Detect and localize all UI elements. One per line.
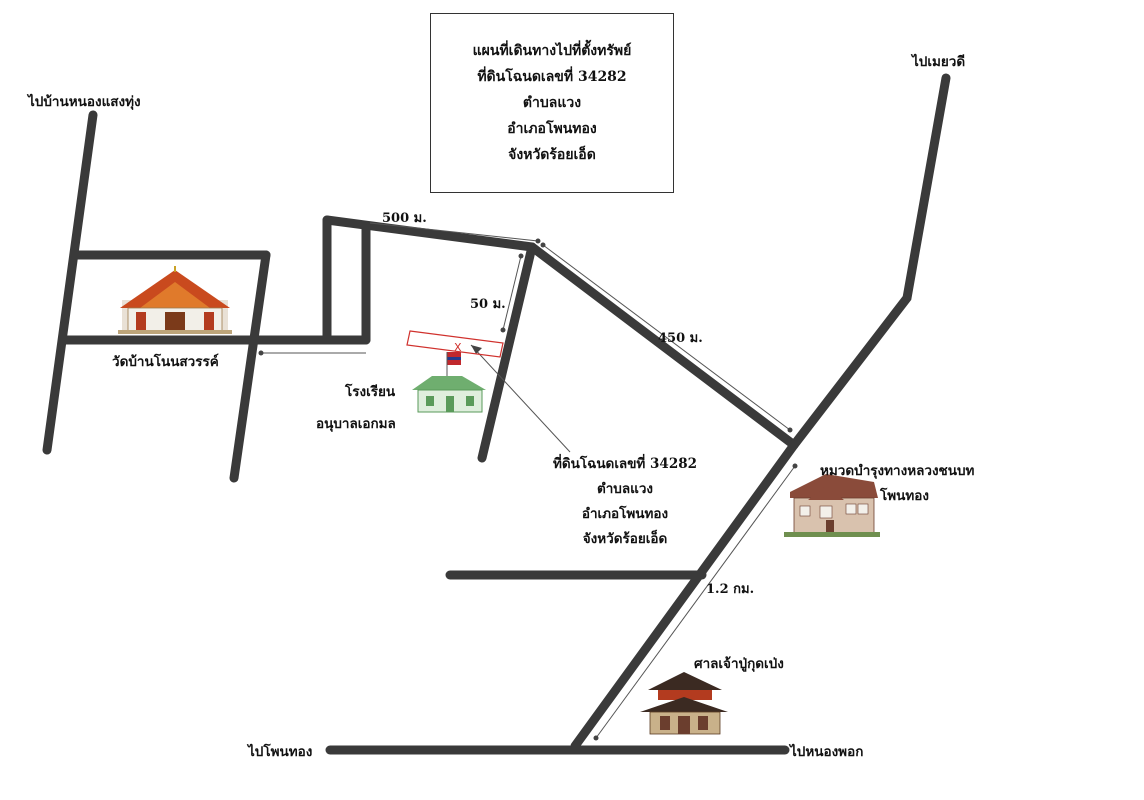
temple-label: วัดบ้านโนนสวรรค์: [112, 354, 219, 370]
plot-pointer-arrow: [471, 345, 482, 354]
temple-icon: [118, 266, 232, 334]
distance-50m: 50 ม.: [470, 297, 506, 312]
highway-office-icon: [784, 474, 880, 537]
road-top: [322, 215, 537, 252]
plot-label-subdistrict: ตำบลแวง: [596, 481, 654, 497]
measure-line-1200: [595, 465, 796, 739]
shrine-icon: [640, 672, 728, 735]
plot-label-district: อำเภอโพนทอง: [581, 506, 669, 522]
measure-line-50: [502, 255, 522, 331]
dest-top-right: ไปเมยวดี: [912, 54, 966, 70]
distance-500m: 500 ม.: [382, 211, 427, 226]
map-title-box: แผนที่เดินทางไปที่ตั้งทรัพย์ ที่ดินโฉนดเ…: [430, 13, 674, 193]
plot-pointer-line: [470, 344, 571, 453]
school-icon: [412, 352, 486, 413]
school-label-line1: โรงเรียน: [345, 384, 396, 400]
distance-1-2km: 1.2 กม.: [706, 582, 755, 597]
dest-bottom-right: ไปหนองพอก: [790, 744, 864, 760]
road-main: [570, 73, 951, 751]
title-province: จังหวัดร้อยเอ็ด: [508, 147, 596, 163]
plot-label: ที่ดินโฉนดเลขที่ 34282 ตำบลแวง อำเภอโพนท…: [530, 452, 720, 552]
shrine-label: ศาลเจ้าปู่กุดเป่ง: [694, 656, 784, 672]
road-junction-down: [477, 242, 537, 463]
land-plot: [406, 330, 504, 358]
highway-office-label-line2: โพนทอง: [880, 488, 929, 504]
school-label-line2: อนุบาลเอกมล: [316, 416, 396, 432]
road-left-vertical: [42, 110, 98, 455]
title-deed: ที่ดินโฉนดเลขที่ 34282: [477, 69, 627, 85]
road-temple-right: [229, 250, 271, 483]
dest-top-left: ไปบ้านหนองแสงทุ่ง: [28, 94, 141, 110]
title-district: อำเภอโพนทอง: [507, 121, 597, 137]
map-title: แผนที่เดินทางไปที่ตั้งทรัพย์: [472, 43, 632, 59]
land-plot-marker: X: [454, 341, 462, 354]
measure-line-450: [542, 244, 791, 431]
title-subdistrict: ตำบลแวง: [522, 95, 582, 111]
plot-label-province: จังหวัดร้อยเอ็ด: [582, 531, 668, 547]
road-diagonal: [527, 242, 799, 450]
highway-office-label-line1: หมวดบำรุงทางหลวงชนบท: [820, 463, 975, 479]
plot-label-deed: ที่ดินโฉนดเลขที่ 34282: [552, 456, 698, 472]
dest-bottom-left: ไปโพนทอง: [248, 744, 313, 760]
distance-450m: 450 ม.: [658, 331, 703, 346]
measure-line-500: [369, 222, 539, 242]
